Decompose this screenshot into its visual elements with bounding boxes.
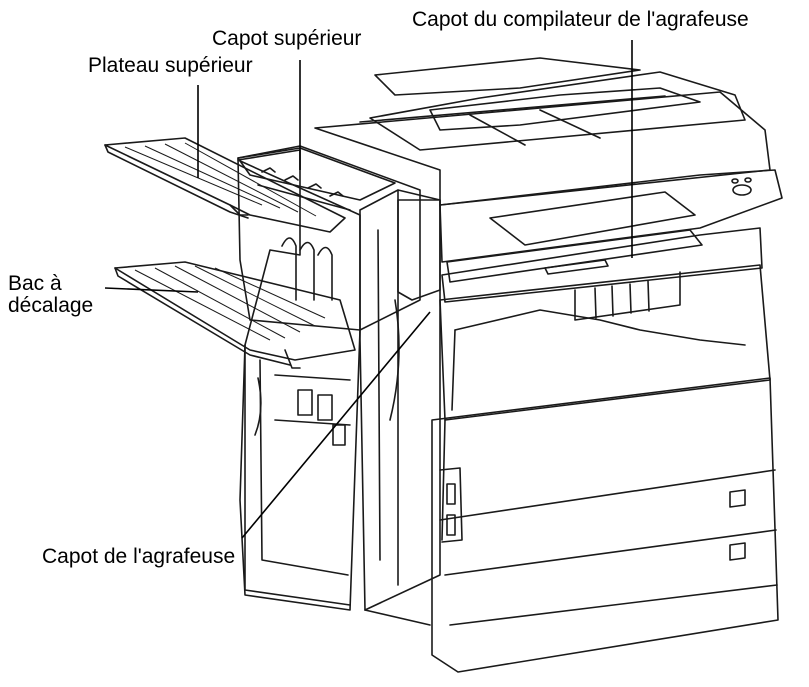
leader-capot-agrafeuse — [241, 311, 431, 539]
label-capot-superieur: Capot supérieur — [212, 27, 362, 50]
offset-tray — [114, 261, 356, 369]
finisher-unit — [237, 145, 441, 626]
label-capot-agrafeuse: Capot de l'agrafeuse — [42, 545, 236, 568]
leader-bac-decalage — [104, 287, 199, 293]
label-plateau-superieur: Plateau supérieur — [88, 54, 253, 77]
leader-lines — [104, 40, 633, 539]
label-bac-a-decalage: Bac à décalage — [8, 272, 94, 317]
label-capot-compilateur-agrafeuse: Capot du compilateur de l'agrafeuse — [412, 8, 749, 31]
copier-body — [314, 57, 783, 673]
upper-tray — [104, 137, 346, 233]
